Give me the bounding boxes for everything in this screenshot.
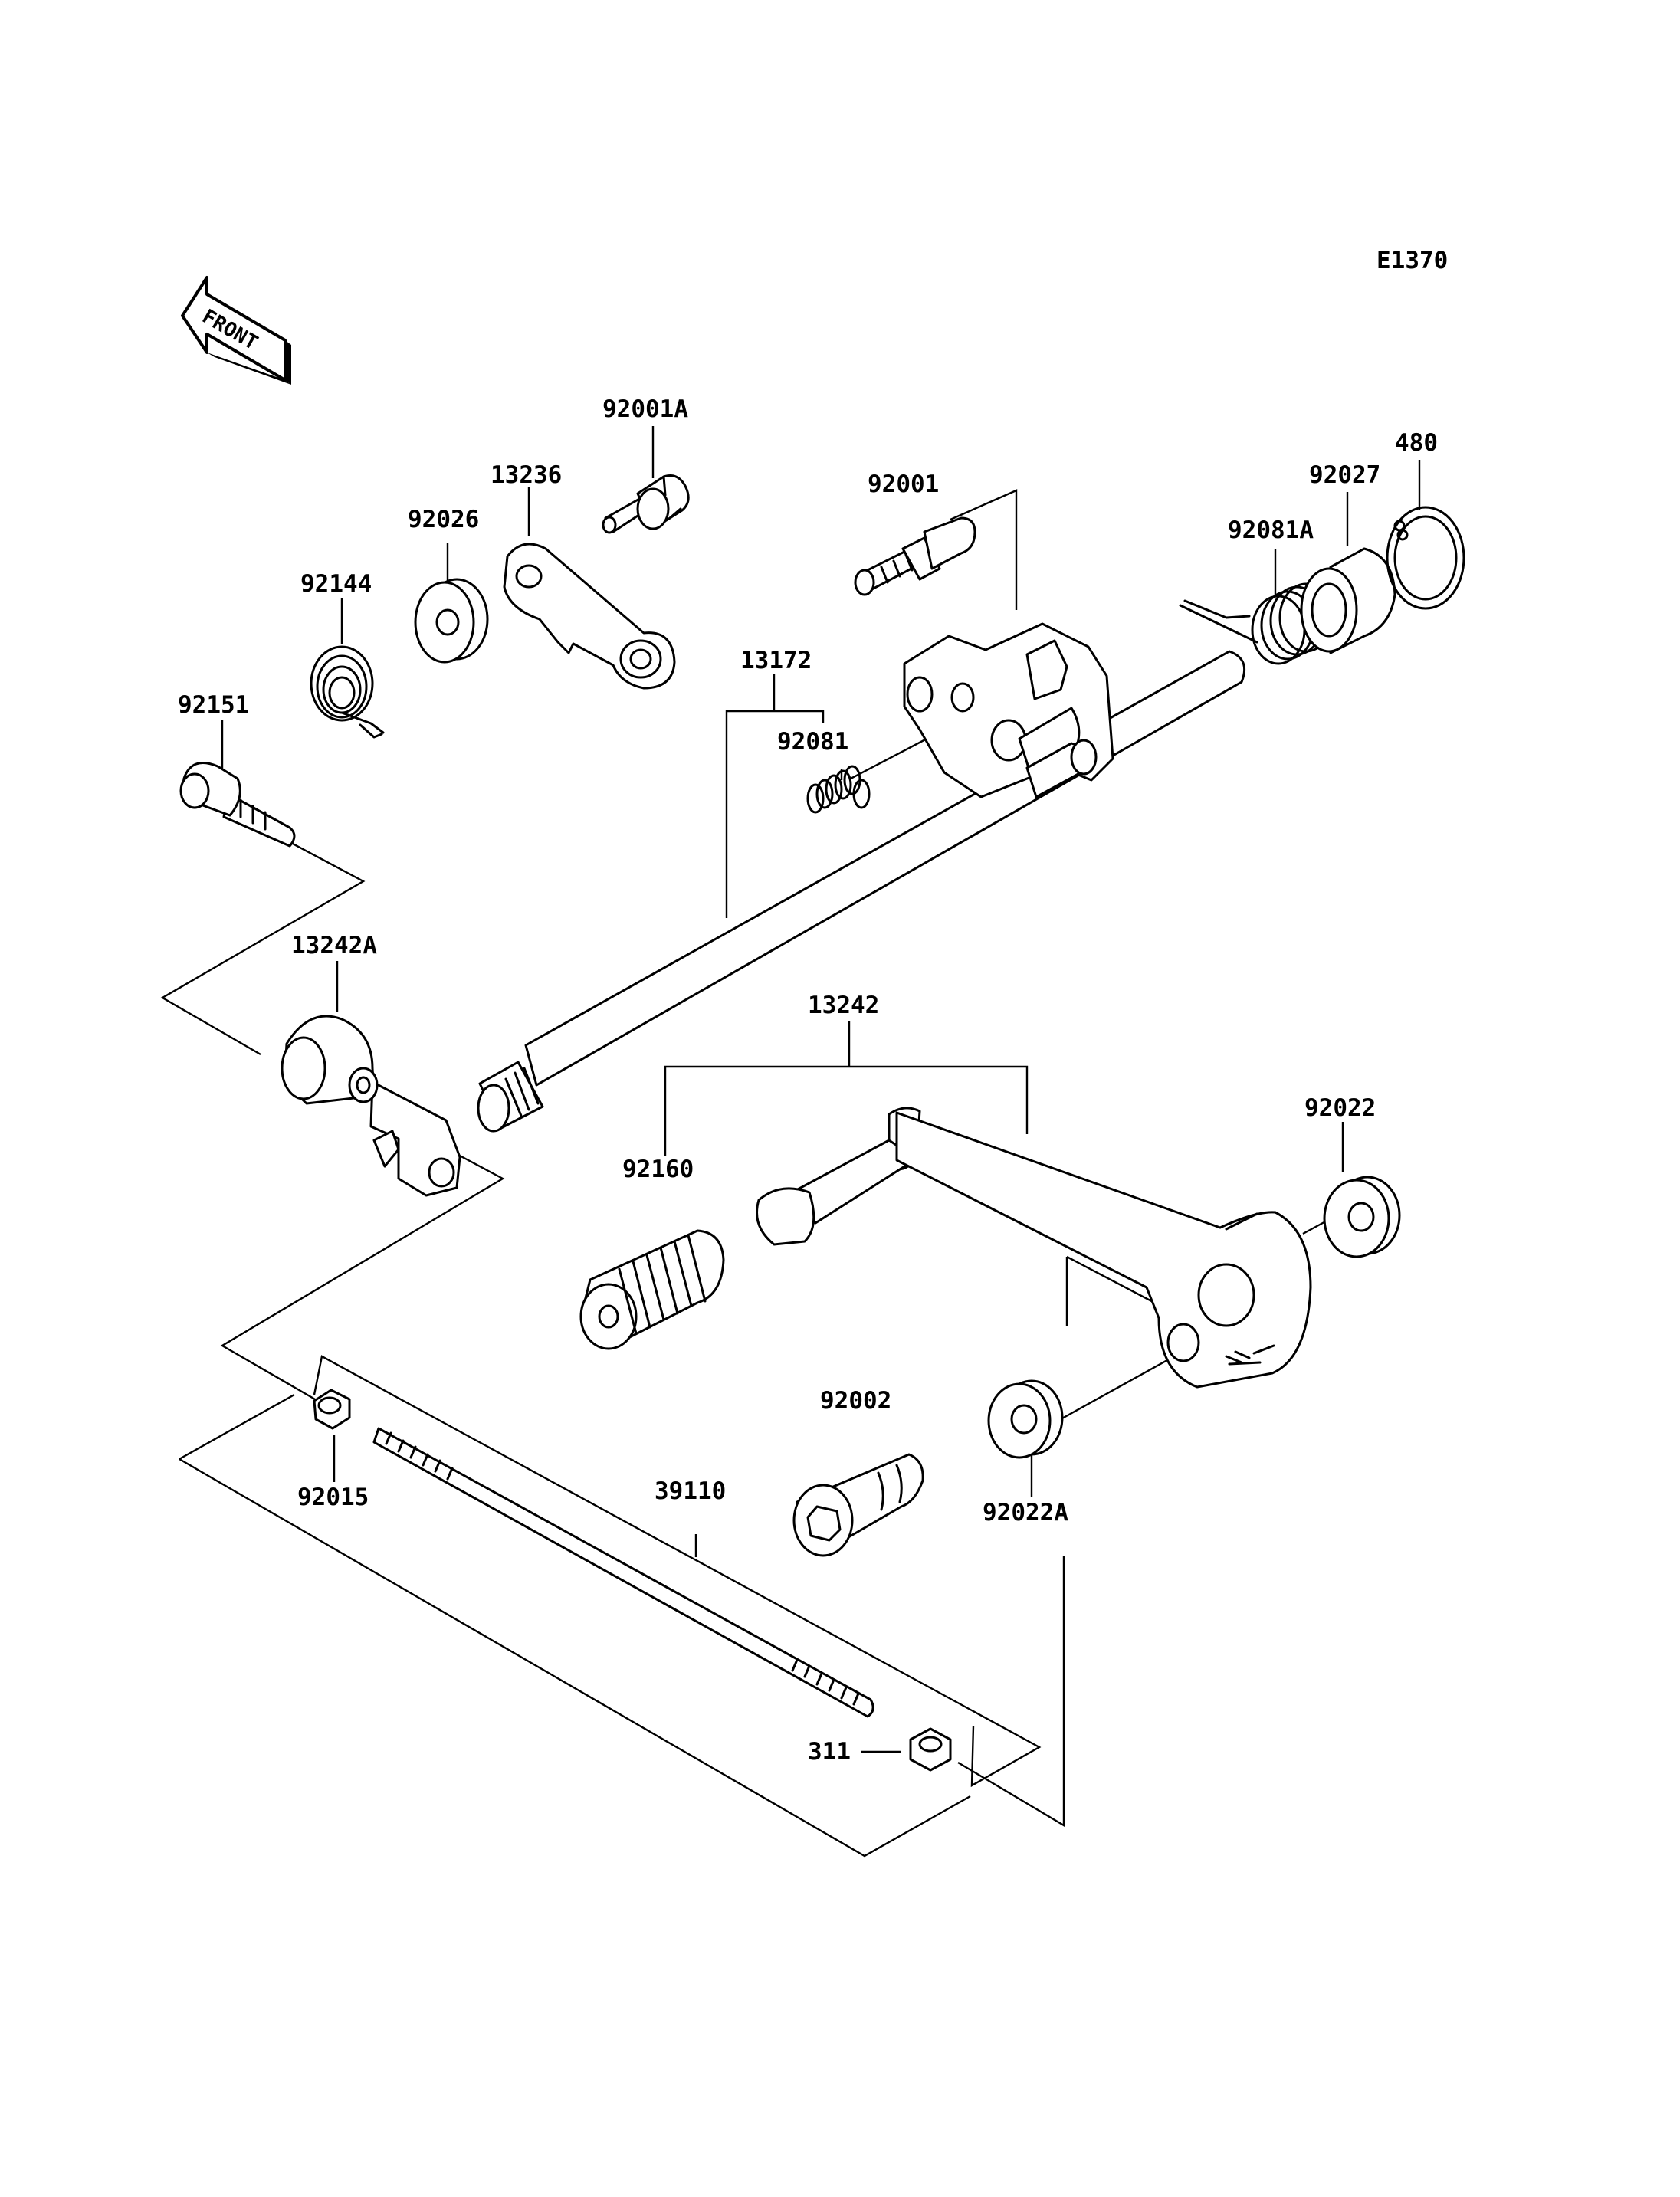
bolt-92002-icon (792, 1453, 924, 1557)
tie-rod-39110-icon (372, 1427, 874, 1718)
label-92027: 92027 (1309, 461, 1380, 489)
label-92144: 92144 (300, 570, 372, 598)
label-92022: 92022 (1304, 1094, 1376, 1122)
circlip-480-icon (1386, 506, 1465, 610)
label-92160: 92160 (622, 1156, 694, 1183)
label-480: 480 (1395, 429, 1438, 457)
shift-pedal-13242-icon (756, 1107, 1312, 1389)
clamp-13242A-icon (281, 1015, 461, 1197)
front-arrow-icon: FRONT (181, 276, 291, 385)
shift-shaft-13172-icon (477, 622, 1245, 1133)
figure-code: E1370 (1376, 247, 1448, 274)
label-92026: 92026 (408, 506, 479, 533)
washer-92022A-icon (987, 1379, 1064, 1459)
collar-92027-icon (1300, 547, 1396, 654)
lever-13236-icon (503, 543, 676, 690)
label-92002: 92002 (820, 1387, 891, 1415)
label-92022A: 92022A (983, 1499, 1068, 1526)
part-labels: 92001A 13236 92026 92144 92151 92001 131… (178, 395, 1438, 1766)
leader-lines (160, 426, 1421, 1858)
label-13236: 13236 (491, 461, 562, 489)
label-92151: 92151 (178, 691, 249, 719)
label-92001A: 92001A (602, 395, 688, 423)
bolt-92151-icon (179, 762, 296, 848)
label-39110: 39110 (655, 1477, 726, 1505)
spring-92144-icon (310, 645, 385, 739)
washer-92022-icon (1323, 1176, 1401, 1258)
label-92081: 92081 (777, 728, 848, 756)
washer-92026-icon (414, 578, 489, 664)
label-311: 311 (808, 1738, 851, 1766)
bolt-92001A-icon (602, 474, 690, 534)
pedal-rubber-92160-icon (579, 1229, 725, 1350)
label-92081A: 92081A (1228, 516, 1314, 544)
label-92015: 92015 (297, 1484, 369, 1511)
nut-92015-icon (313, 1389, 351, 1430)
pin-92001-icon (854, 516, 976, 596)
spring-92081-icon (806, 765, 871, 814)
label-13242A: 13242A (291, 932, 377, 959)
label-92001: 92001 (868, 471, 939, 498)
nut-311-icon (909, 1727, 952, 1772)
label-13172: 13172 (740, 647, 812, 674)
label-13242: 13242 (808, 992, 879, 1019)
